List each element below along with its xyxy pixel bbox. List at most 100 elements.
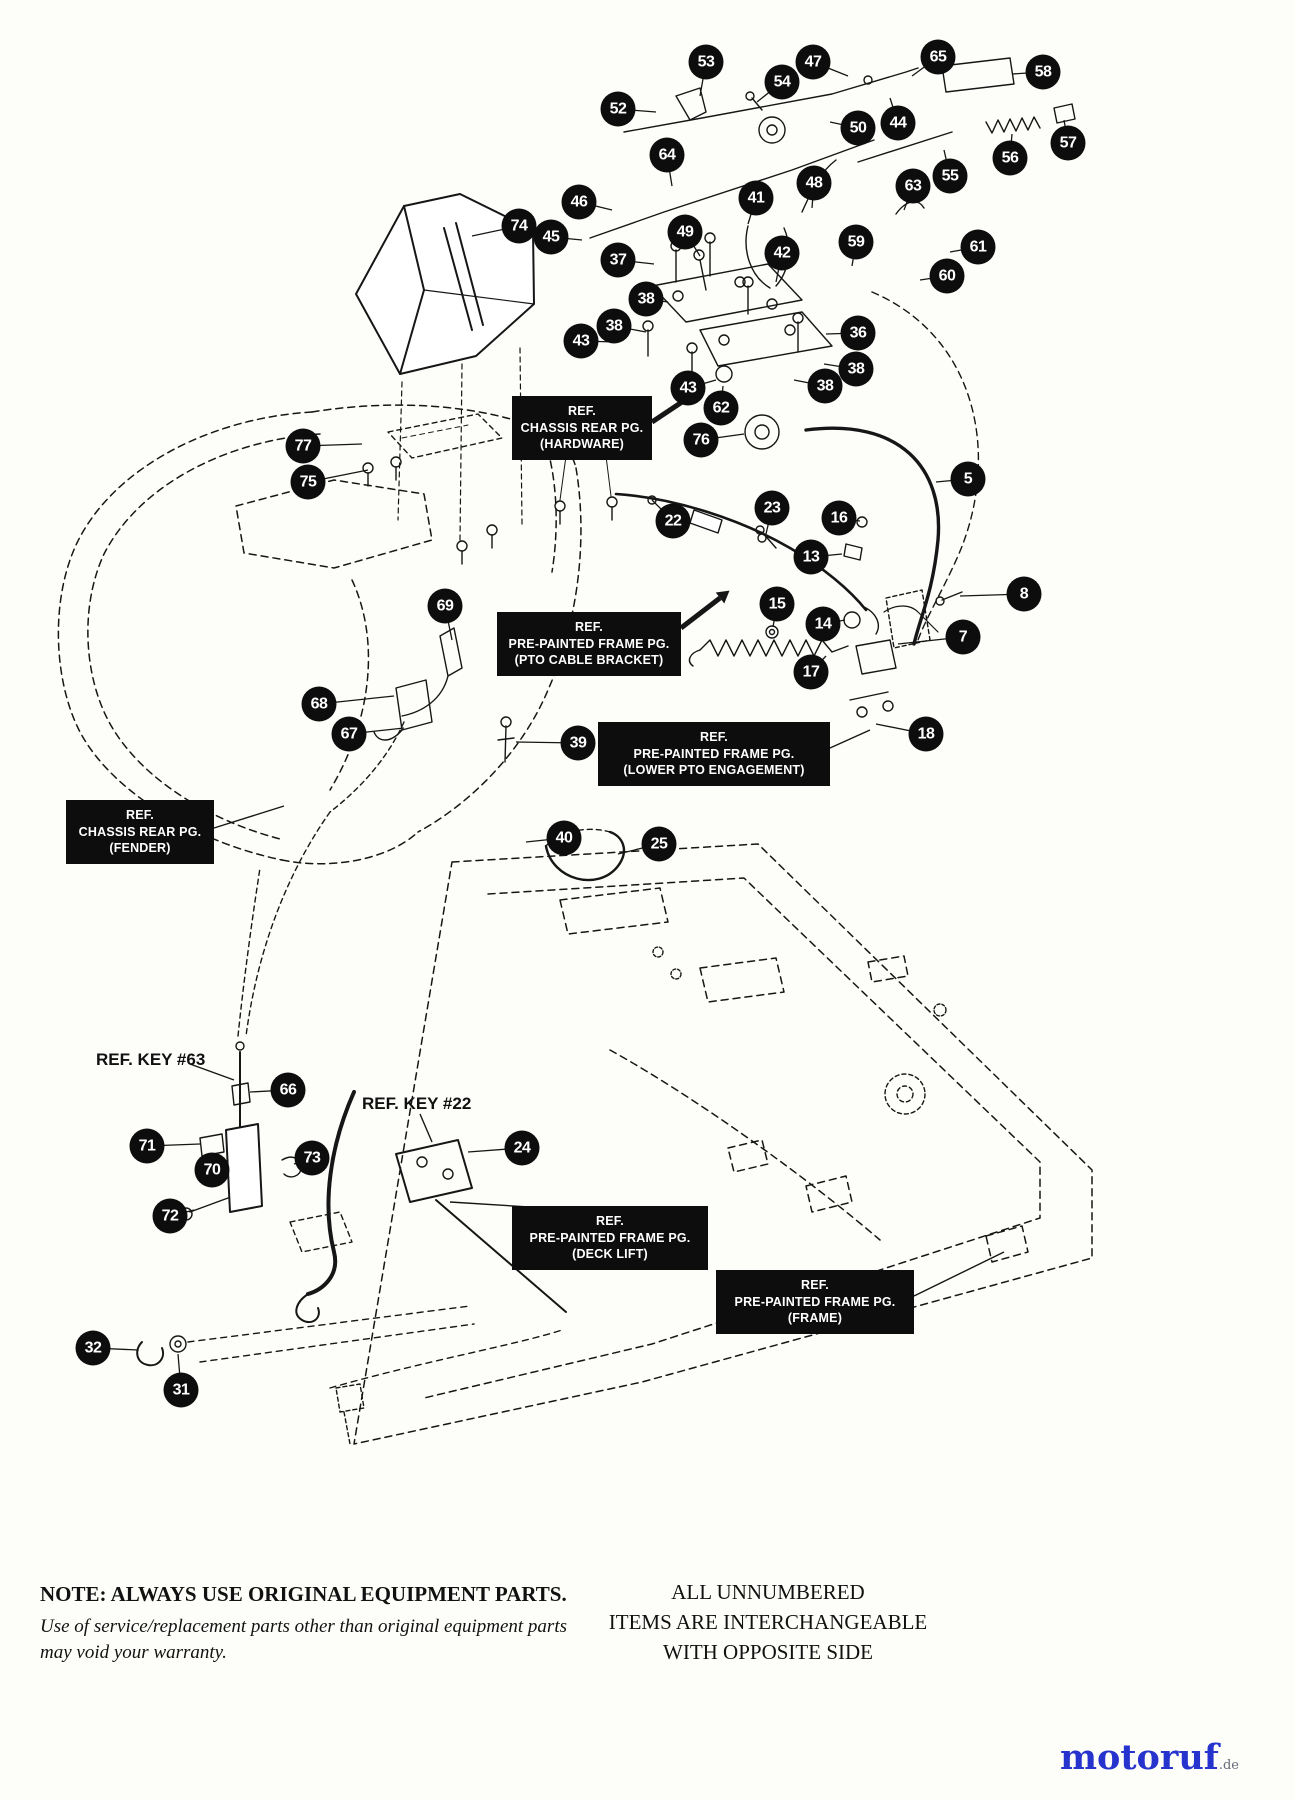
callout-65: 65	[920, 39, 956, 75]
callout-31: 31	[163, 1372, 199, 1408]
callout-24: 24	[504, 1130, 540, 1166]
ref-box-pto-cable-bracket: REF. PRE-PAINTED FRAME PG. (PTO CABLE BRAC…	[497, 612, 681, 676]
callout-15: 15	[759, 586, 795, 622]
callout-32: 32	[75, 1330, 111, 1366]
callout-61: 61	[960, 229, 996, 265]
callout-70: 70	[194, 1152, 230, 1188]
key-label-key-63: REF. KEY #63	[96, 1050, 206, 1069]
interchangeable-note: ALL UNNUMBERED ITEMS ARE INTERCHANGEABLE…	[592, 1578, 944, 1667]
callout-46: 46	[561, 184, 597, 220]
callout-75: 75	[290, 464, 326, 500]
ref-box-line: CHASSIS REAR PG.	[520, 420, 644, 435]
ref-box-line: (DECK LIFT)	[572, 1247, 648, 1261]
ref-box-line: PRE-PAINTED FRAME PG.	[508, 636, 670, 651]
footer-notes: NOTE: ALWAYS USE ORIGINAL EQUIPMENT PART…	[40, 1582, 600, 1665]
callout-55: 55	[932, 158, 968, 194]
ref-box-line: REF.	[596, 1214, 624, 1228]
watermark-tld: .de	[1218, 1758, 1239, 1773]
callout-59: 59	[838, 224, 874, 260]
callout-18: 18	[908, 716, 944, 752]
callout-42: 42	[764, 235, 800, 271]
ref-box-frame: REF. PRE-PAINTED FRAME PG. (FRAME)	[716, 1270, 914, 1334]
motoruf-watermark-link[interactable]: motoruf.de	[1060, 1737, 1239, 1778]
callout-62: 62	[703, 390, 739, 426]
callout-38: 38	[628, 281, 664, 317]
key-label-key-22: REF. KEY #22	[362, 1094, 472, 1113]
ref-box-line: REF.	[568, 404, 596, 418]
ref-box-line: (LOWER PTO ENGAGEMENT)	[623, 763, 805, 777]
callout-17: 17	[793, 654, 829, 690]
callout-39: 39	[560, 725, 596, 761]
callout-47: 47	[795, 44, 831, 80]
ref-box-line: (FRAME)	[787, 1311, 843, 1325]
ref-box-chassis-rear-fender: REF. CHASSIS REAR PG. (FENDER)	[66, 800, 214, 864]
callout-23: 23	[754, 490, 790, 526]
ref-box-line: REF.	[575, 620, 603, 634]
callout-68: 68	[301, 686, 337, 722]
watermark-brand: motoruf	[1060, 1737, 1219, 1778]
callout-5: 5	[950, 461, 986, 497]
ref-box-line: REF.	[700, 730, 728, 744]
ref-box-line: CHASSIS REAR PG.	[78, 824, 202, 839]
ref-box-line: REF.	[801, 1278, 829, 1292]
callout-69: 69	[427, 588, 463, 624]
ref-box-chassis-rear-hardware: REF.CHASSIS REAR PG.(HARDWARE)	[512, 396, 652, 460]
callout-40: 40	[546, 820, 582, 856]
original-parts-note: NOTE: ALWAYS USE ORIGINAL EQUIPMENT PART…	[40, 1582, 567, 1606]
callout-77: 77	[285, 428, 321, 464]
callout-63: 63	[895, 168, 931, 204]
callout-76: 76	[683, 422, 719, 458]
callout-60: 60	[929, 258, 965, 294]
ref-box-line: REF.	[126, 808, 154, 822]
interchangeable-line-1: ALL UNNUMBERED	[671, 1580, 865, 1604]
callout-73: 73	[294, 1140, 330, 1176]
ref-box-line: PRE-PAINTED FRAME PG.	[633, 746, 795, 761]
ref-box-line: (PTO CABLE BRACKET)	[514, 653, 664, 667]
callout-66: 66	[270, 1072, 306, 1108]
callout-45: 45	[533, 219, 569, 255]
callout-53: 53	[688, 44, 724, 80]
callout-22: 22	[655, 503, 691, 539]
callout-43: 43	[670, 370, 706, 406]
callout-38: 38	[807, 368, 843, 404]
callout-37: 37	[600, 242, 636, 278]
callout-54: 54	[764, 64, 800, 100]
callout-38: 38	[838, 351, 874, 387]
callout-38: 38	[596, 308, 632, 344]
ref-box-line: PRE-PAINTED FRAME PG.	[734, 1294, 896, 1309]
ref-box-deck-lift: REF. PRE-PAINTED FRAME PG. (DECK LIFT)	[512, 1206, 708, 1270]
callout-49: 49	[667, 214, 703, 250]
callout-74: 74	[501, 208, 537, 244]
callout-43: 43	[563, 323, 599, 359]
warranty-note: Use of service/replacement parts other t…	[40, 1616, 567, 1663]
callout-16: 16	[821, 500, 857, 536]
callout-58: 58	[1025, 54, 1061, 90]
callout-7: 7	[945, 619, 981, 655]
ref-box-lower-pto-engagement: REF. PRE-PAINTED FRAME PG. (LOWER PTO ENGA…	[598, 722, 830, 786]
callout-56: 56	[992, 140, 1028, 176]
ref-box-line: (FENDER)	[109, 841, 171, 855]
callout-48: 48	[796, 165, 832, 201]
interchangeable-line-3: WITH OPPOSITE SIDE	[663, 1639, 873, 1664]
callout-52: 52	[600, 91, 636, 127]
callout-13: 13	[793, 539, 829, 575]
callout-8: 8	[1006, 576, 1042, 612]
callout-50: 50	[840, 110, 876, 146]
callout-71: 71	[129, 1128, 165, 1164]
callout-41: 41	[738, 180, 774, 216]
callout-64: 64	[649, 137, 685, 173]
callout-14: 14	[805, 606, 841, 642]
callout-36: 36	[840, 315, 876, 351]
interchangeable-line-2: ITEMS ARE INTERCHANGEABLE	[608, 1609, 928, 1634]
callout-57: 57	[1050, 125, 1086, 161]
callout-72: 72	[152, 1198, 188, 1234]
ref-box-line: PRE-PAINTED FRAME PG.	[529, 1230, 691, 1245]
callout-25: 25	[641, 826, 677, 862]
callout-67: 67	[331, 716, 367, 752]
callout-44: 44	[880, 105, 916, 141]
